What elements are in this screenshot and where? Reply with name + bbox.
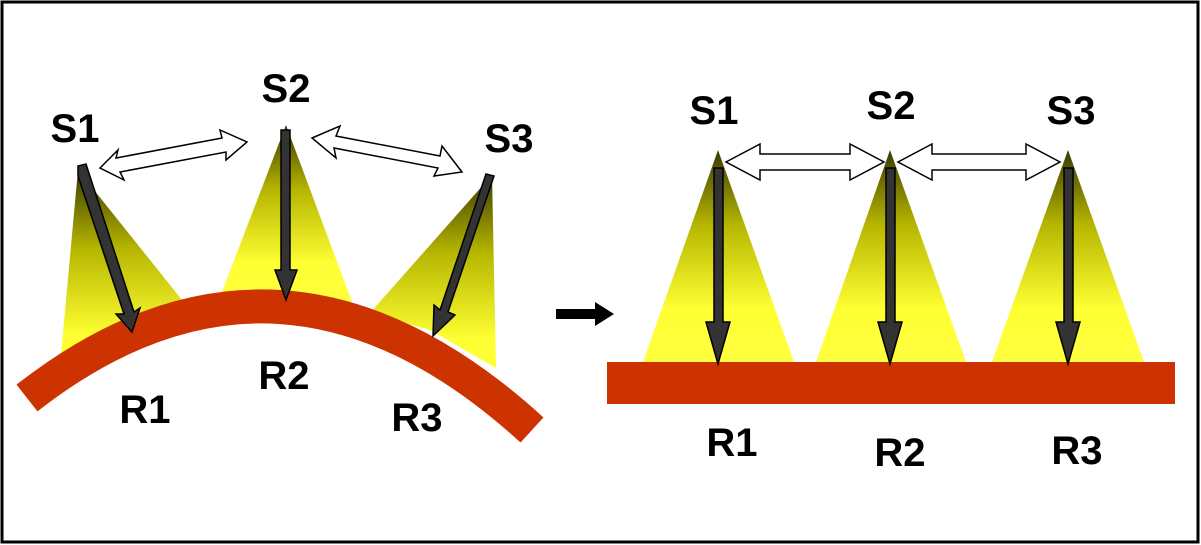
right-ray-arrow-2 <box>877 167 903 367</box>
right-source-label-s1: S1 <box>690 89 739 133</box>
right-ray-arrow-3 <box>1055 167 1081 367</box>
left-beam-s3 <box>370 175 496 368</box>
left-double-arrow-s2-s3 <box>310 124 464 177</box>
left-curved-surface <box>16 289 544 443</box>
right-double-arrow-s2-s3 <box>896 142 1062 182</box>
left-ray-arrow-2 <box>273 129 299 303</box>
right-receiver-label-r3: R3 <box>1051 429 1102 473</box>
left-ray-arrow-1 <box>77 163 142 334</box>
right-receiver-label-r2: R2 <box>874 431 925 475</box>
left-receiver-label-r2: R2 <box>258 354 309 398</box>
right-panel: S1 S2 S3 R1 R2 R3 <box>607 84 1175 475</box>
left-receiver-label-r1: R1 <box>119 388 170 432</box>
left-double-arrow-s1-s2 <box>98 128 249 182</box>
right-flat-surface <box>607 362 1175 404</box>
right-ray-arrow-1 <box>705 167 731 367</box>
left-ray-arrow-3 <box>432 173 495 338</box>
right-double-arrow-s1-s2 <box>724 142 886 182</box>
left-source-label-s2: S2 <box>262 67 311 111</box>
right-receiver-label-r1: R1 <box>706 421 757 465</box>
right-source-label-s2: S2 <box>867 84 916 128</box>
left-receiver-label-r3: R3 <box>391 396 442 440</box>
right-source-label-s3: S3 <box>1047 89 1096 133</box>
left-panel: S1 S2 S3 R1 R2 R3 <box>16 67 544 443</box>
left-source-label-s1: S1 <box>51 107 100 151</box>
right-arrow-icon <box>556 302 614 326</box>
left-source-label-s3: S3 <box>485 117 534 161</box>
